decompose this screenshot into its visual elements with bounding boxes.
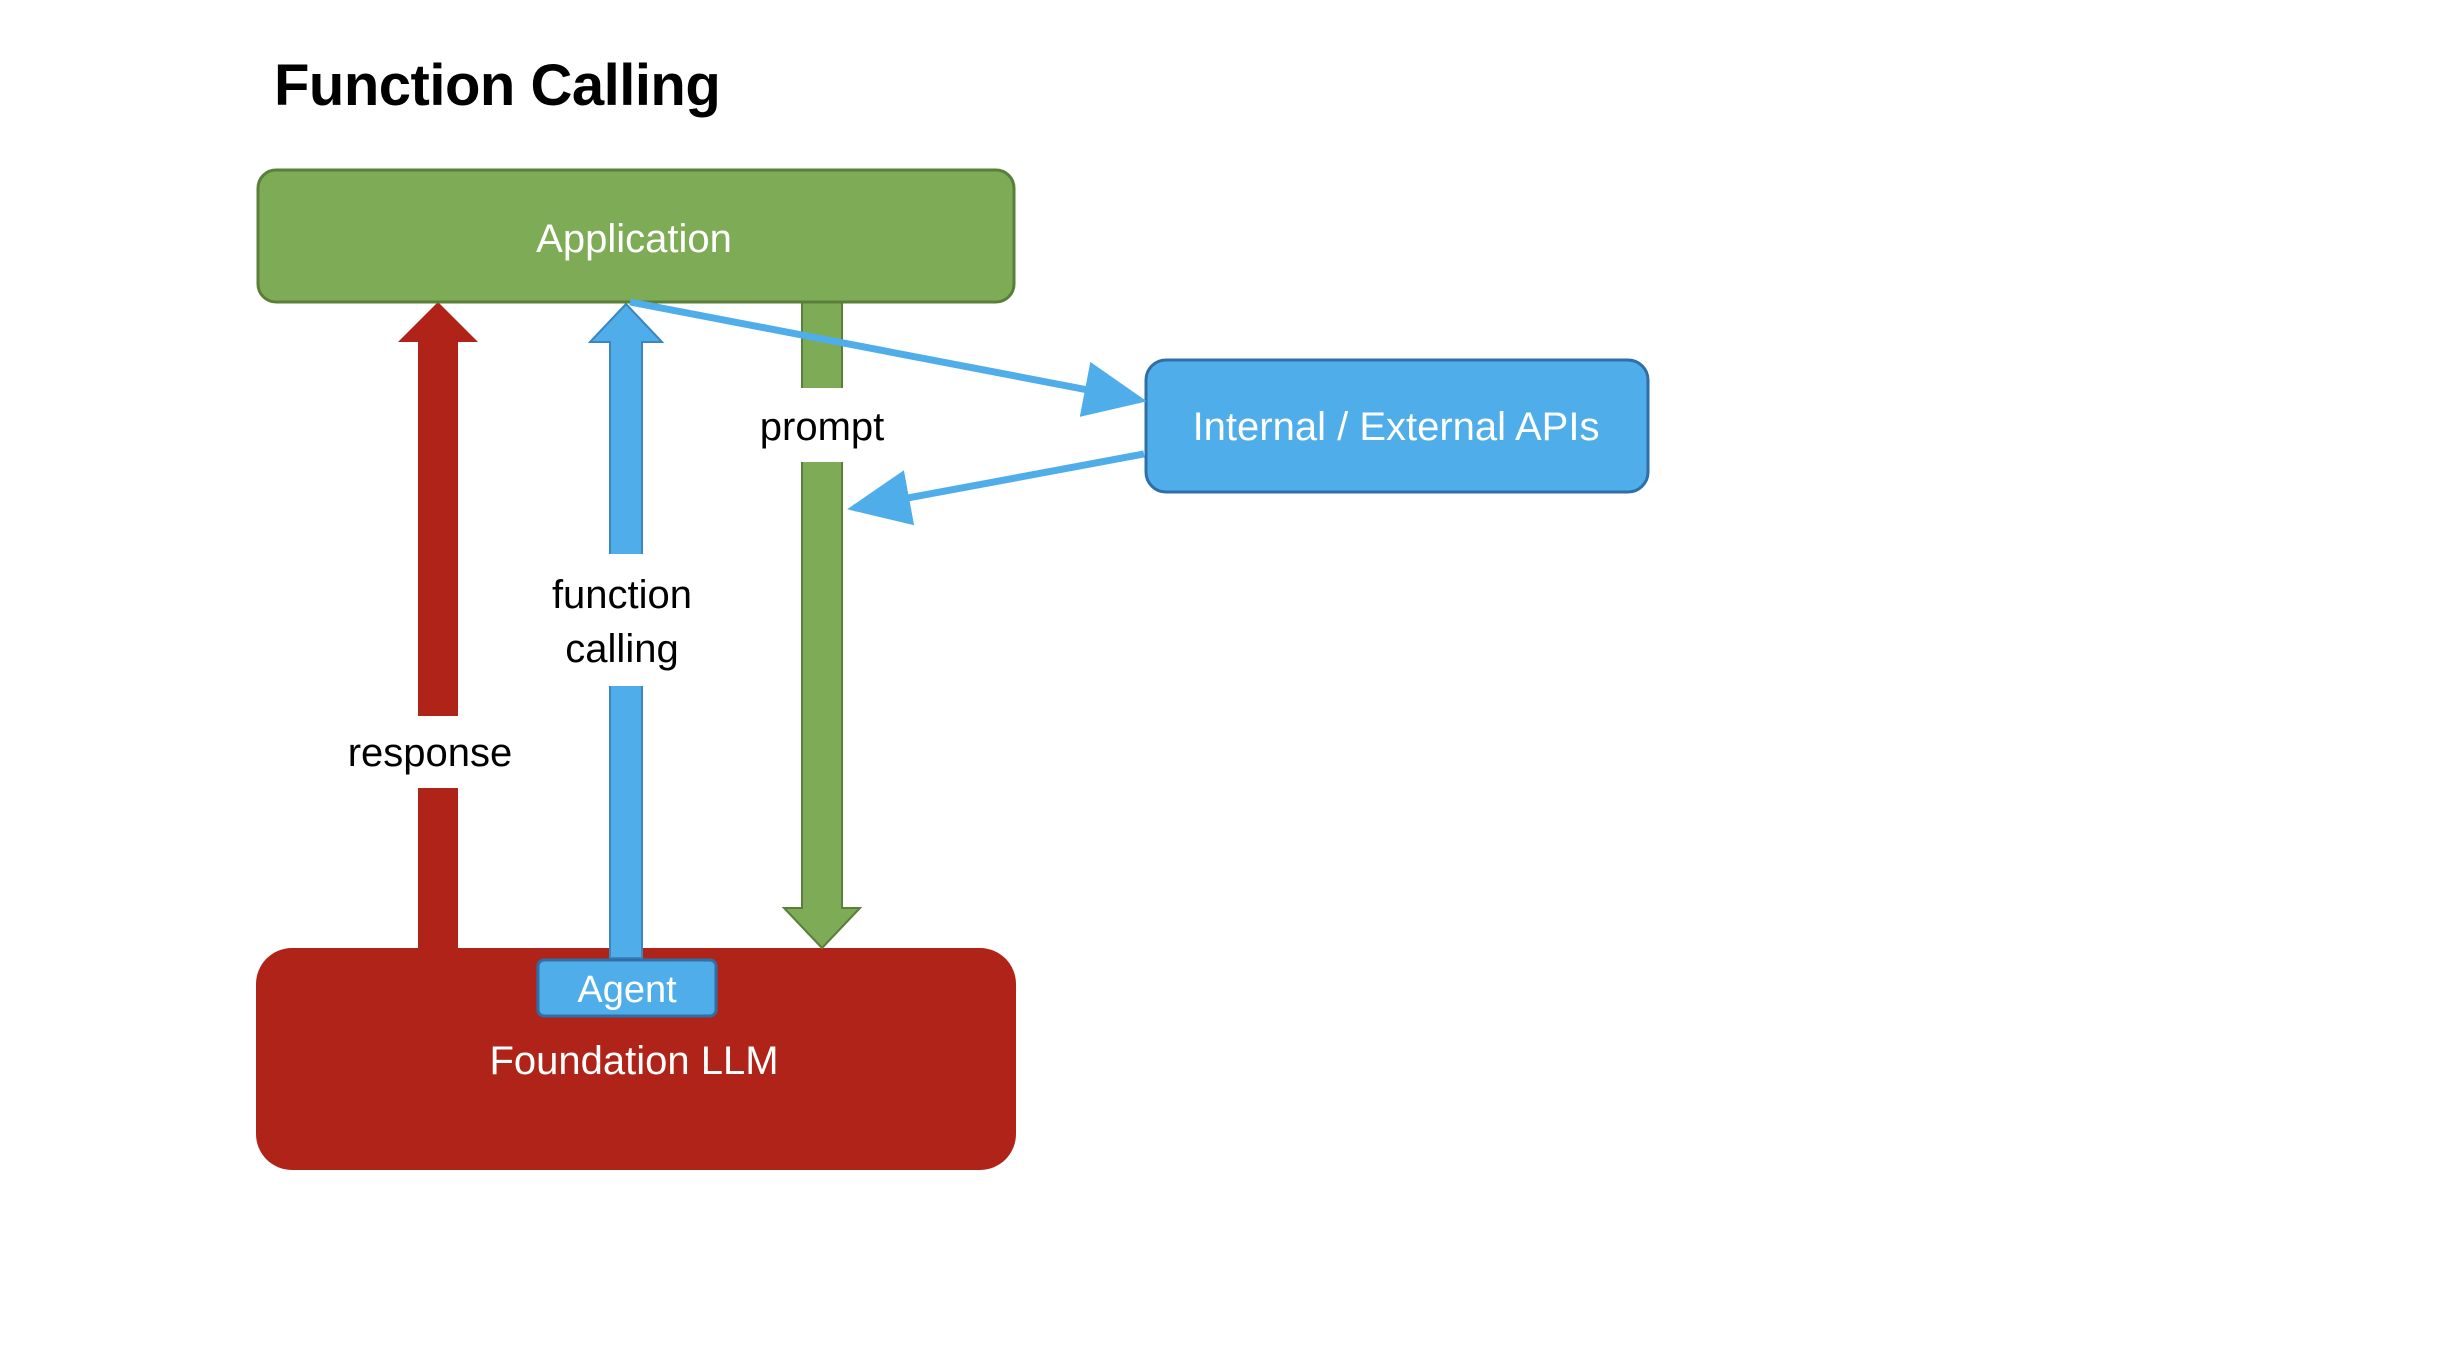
- agent-box: [536, 958, 718, 1018]
- prompt-label: prompt: [760, 405, 885, 449]
- response-label-gap: [400, 716, 480, 788]
- foundation-llm-label: Foundation LLM: [489, 1039, 778, 1083]
- response-arrow: [398, 302, 478, 950]
- function-calling-label-gap: [596, 554, 656, 686]
- app-to-apis-connector: [629, 298, 1147, 417]
- apis-box: [1144, 358, 1650, 494]
- response-label: response: [348, 731, 513, 775]
- function-calling-label-line1: function: [552, 573, 692, 617]
- function-calling-label-line2: calling: [565, 627, 678, 671]
- foundation-llm-box: [256, 948, 1016, 1170]
- agent-label: Agent: [577, 969, 677, 1011]
- prompt-label-gap: [786, 388, 858, 462]
- diagram-title: Function Calling: [274, 53, 721, 118]
- application-label: Application: [536, 217, 732, 261]
- apis-to-prompt-connector: [847, 450, 1145, 526]
- apis-label: Internal / External APIs: [1193, 405, 1600, 449]
